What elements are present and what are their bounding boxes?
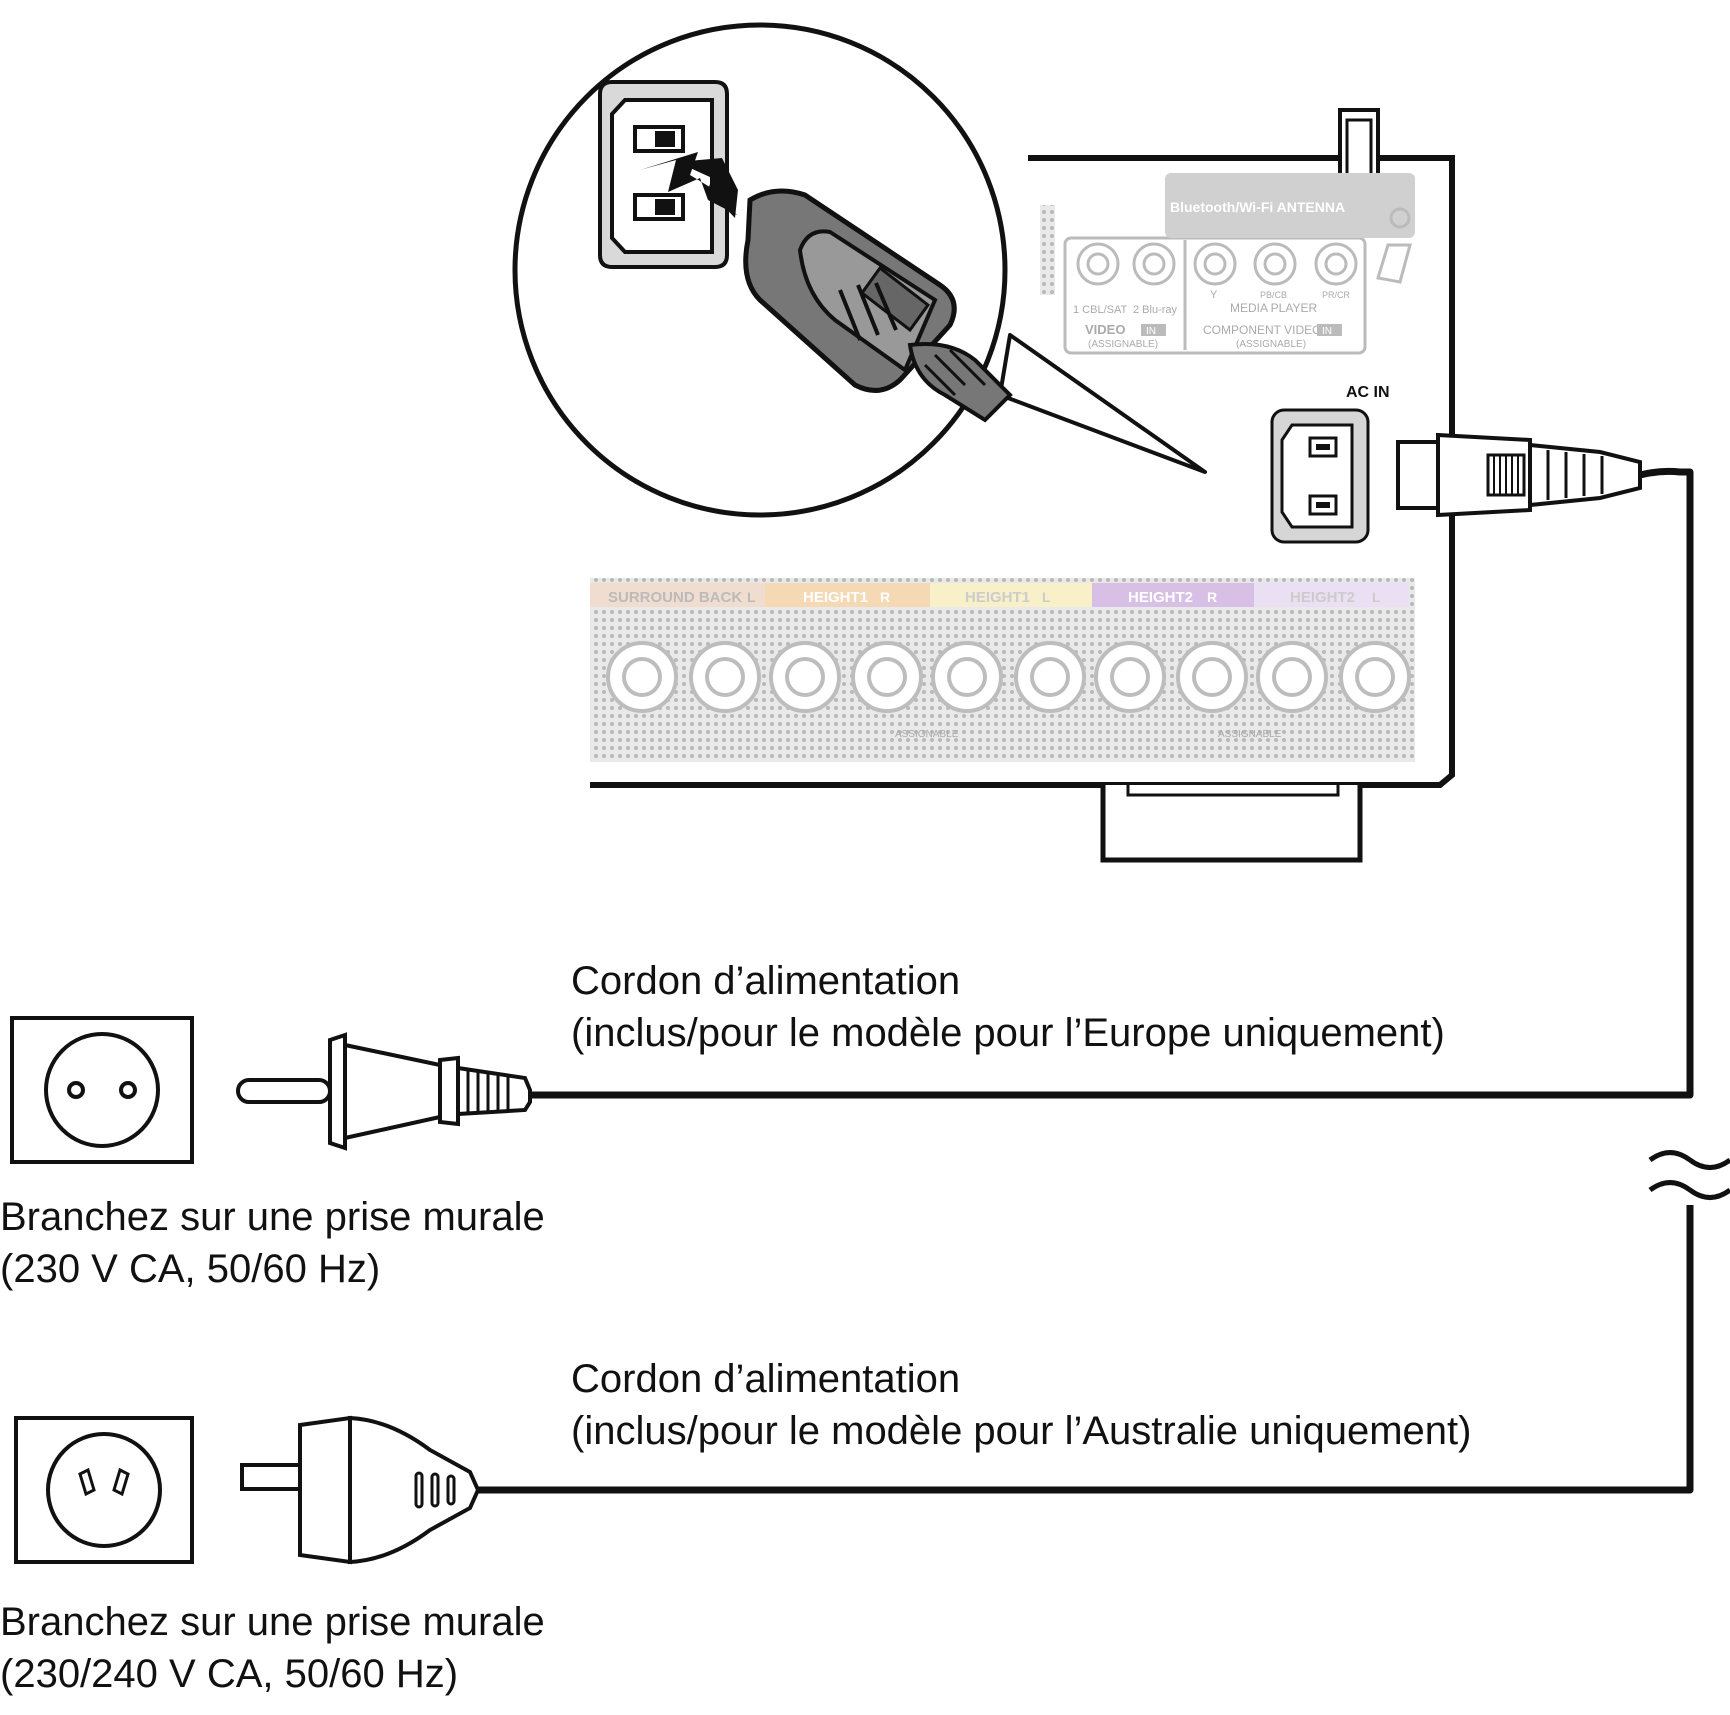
antenna-label: Bluetooth/Wi-Fi ANTENNA	[1170, 199, 1345, 215]
speaker-band-4	[1254, 583, 1409, 607]
australia-wall-caption: Branchez sur une prise murale (230/240 V…	[0, 1596, 545, 1700]
component-group-label: COMPONENT VIDEO	[1203, 323, 1321, 337]
video-assignable-label: (ASSIGNABLE)	[1088, 339, 1158, 350]
inlet-closeup	[598, 80, 729, 269]
eu-wall-socket[interactable]	[10, 1016, 194, 1164]
component-in-badge: IN	[1322, 326, 1332, 337]
ac-in-inlet[interactable]: AC IN	[1270, 384, 1390, 544]
australia-cord-note: (inclus/pour le modèle pour l’Australie …	[571, 1409, 1472, 1453]
europe-cord-note: (inclus/pour le modèle pour l’Europe uni…	[571, 1011, 1445, 1055]
au-plug	[240, 1415, 481, 1565]
europe-cord-caption: Cordon d’alimentation (inclus/pour le mo…	[571, 955, 1445, 1059]
speaker-label-height1-l: HEIGHT1	[965, 589, 1030, 606]
speaker-assignable-2: ASSIGNABLE	[1218, 729, 1282, 740]
europe-cord-title: Cordon d’alimentation	[571, 959, 961, 1003]
video-input-panel: Bluetooth/Wi-Fi ANTENNA 1 CBL/SAT 2 Blu-…	[1040, 173, 1415, 355]
component-assignable-label: (ASSIGNABLE)	[1236, 339, 1306, 350]
zoom-callout	[512, 22, 1207, 518]
speaker-terminal-panel: SURROUND BACK HEIGHT1 HEIGHT1 HEIGHT2 HE…	[590, 578, 1415, 762]
speaker-side-0: L	[747, 589, 756, 605]
iec-plug-closeup	[743, 188, 1013, 423]
speaker-side-4: L	[1372, 589, 1381, 605]
component-y-label: Y	[1210, 289, 1218, 301]
europe-wall-line1: Branchez sur une prise murale	[0, 1195, 545, 1239]
video-group-label: VIDEO	[1085, 322, 1125, 337]
speaker-band-0	[590, 583, 765, 607]
insert-arrow	[640, 152, 737, 215]
speaker-band-2	[930, 583, 1092, 607]
receiver-rear-panel: Bluetooth/Wi-Fi ANTENNA 1 CBL/SAT 2 Blu-…	[590, 108, 1455, 863]
speaker-side-1: R	[880, 589, 890, 605]
power-cord-lines	[470, 467, 1694, 1494]
video-input-1: 1 CBL/SAT	[1073, 304, 1127, 316]
speaker-assignable-1: ASSIGNABLE	[895, 729, 959, 740]
iec-plug-connected	[1396, 432, 1642, 518]
speaker-band-3	[1092, 583, 1254, 607]
eu-plug	[236, 1032, 532, 1151]
au-wall-socket[interactable]	[14, 1416, 194, 1564]
australia-wall-line2: (230/240 V CA, 50/60 Hz)	[0, 1652, 459, 1696]
australia-cord-caption: Cordon d’alimentation (inclus/pour le mo…	[571, 1353, 1471, 1457]
speaker-label-height2-l: HEIGHT2	[1290, 589, 1355, 606]
europe-wall-line2: (230 V CA, 50/60 Hz)	[0, 1247, 381, 1291]
speaker-band-1	[765, 583, 930, 607]
ac-in-label: AC IN	[1346, 384, 1390, 401]
video-input-2: 2 Blu-ray	[1133, 304, 1178, 316]
speaker-side-2: L	[1042, 589, 1051, 605]
media-player-label: MEDIA PLAYER	[1230, 301, 1317, 315]
speaker-label-surround-back: SURROUND BACK	[608, 589, 742, 606]
australia-wall-line1: Branchez sur une prise murale	[0, 1600, 545, 1644]
speaker-label-height1-r: HEIGHT1	[803, 589, 868, 606]
europe-wall-caption: Branchez sur une prise murale (230 V CA,…	[0, 1191, 545, 1295]
australia-cord-title: Cordon d’alimentation	[571, 1357, 961, 1401]
speaker-side-3: R	[1207, 589, 1217, 605]
video-in-badge: IN	[1146, 326, 1156, 337]
speaker-label-height2-r: HEIGHT2	[1128, 589, 1193, 606]
component-pb-label: PB/CB	[1260, 290, 1287, 300]
component-pr-label: PR/CR	[1322, 290, 1351, 300]
cord-break-mark	[1648, 1150, 1730, 1200]
